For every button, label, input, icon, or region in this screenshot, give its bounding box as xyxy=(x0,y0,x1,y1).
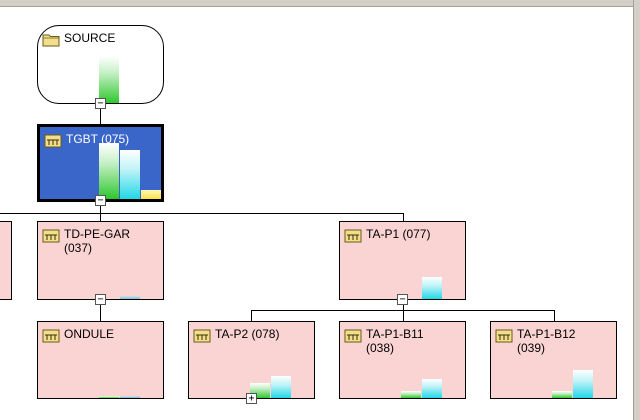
window-frame-top xyxy=(0,0,640,7)
node-label: ONDULE xyxy=(64,327,115,341)
load-bar-green xyxy=(99,56,119,103)
connector-level2-horizontal xyxy=(0,213,404,214)
node-source[interactable]: SOURCE xyxy=(37,25,164,104)
connector-td-pe-gar-ondule xyxy=(100,300,101,321)
node-tgbt[interactable]: TGBT (075) xyxy=(37,124,164,202)
switchboard-icon xyxy=(495,329,513,343)
load-bar-green xyxy=(401,391,421,398)
connector-to-ta-p1-b11 xyxy=(403,310,404,321)
load-bar-cyan xyxy=(120,296,140,299)
load-bar-cyan xyxy=(120,150,140,199)
node-label: TA-P1-B12 (039) xyxy=(517,327,576,355)
node-label: TA-P1-B11 (038) xyxy=(366,327,424,355)
connector-to-td-pe-gar xyxy=(100,213,101,221)
load-bar-cyan xyxy=(422,277,442,299)
load-bar-cyan xyxy=(422,379,442,398)
connector-to-ta-p2 xyxy=(251,310,252,321)
folder-icon xyxy=(42,34,60,47)
node-offscreen-left[interactable] xyxy=(0,221,12,300)
node-label: SOURCE xyxy=(64,31,116,45)
node-label: TD-PE-GAR (037) xyxy=(64,227,130,255)
load-bar-cyan xyxy=(271,376,291,398)
load-bar-yellow xyxy=(141,190,161,199)
window-frame-right xyxy=(633,0,640,420)
node-label: TGBT (075) xyxy=(66,132,130,146)
node-ta-p1[interactable]: TA-P1 (077) xyxy=(339,221,466,300)
switchboard-icon xyxy=(42,329,60,343)
load-bar-green xyxy=(99,143,119,199)
collapse-toggle-ta-p1[interactable]: − xyxy=(397,294,408,305)
collapse-toggle-source[interactable]: − xyxy=(95,98,106,109)
node-label: TA-P2 (078) xyxy=(215,327,280,341)
load-bar-cyan xyxy=(573,370,593,398)
node-ondule[interactable]: ONDULE xyxy=(37,321,164,399)
collapse-toggle-tgbt[interactable]: − xyxy=(95,195,106,206)
load-bar-cyan xyxy=(120,396,140,398)
switchboard-icon xyxy=(42,229,60,243)
node-ta-p1-b11[interactable]: TA-P1-B11 (038) xyxy=(339,321,466,399)
connector-to-ta-p1-b12 xyxy=(554,310,555,321)
load-bar-green xyxy=(552,391,572,398)
connector-ta-p1-down xyxy=(403,300,404,311)
collapse-toggle-td-pe-gar[interactable]: − xyxy=(95,294,106,305)
node-ta-p2[interactable]: TA-P2 (078) xyxy=(188,321,315,399)
switchboard-icon xyxy=(344,329,362,343)
switchboard-icon xyxy=(44,134,62,148)
connector-source-tgbt xyxy=(100,104,101,126)
node-label: TA-P1 (077) xyxy=(366,227,431,241)
switchboard-icon xyxy=(344,229,362,243)
switchboard-icon xyxy=(193,329,211,343)
connector-to-ta-p1 xyxy=(403,213,404,221)
load-bar-green xyxy=(99,396,119,398)
expand-toggle-ta-p2[interactable]: + xyxy=(246,393,257,404)
connector-tgbt-down xyxy=(100,200,101,213)
node-td-pe-gar[interactable]: TD-PE-GAR (037) xyxy=(37,221,164,300)
node-ta-p1-b12[interactable]: TA-P1-B12 (039) xyxy=(490,321,617,399)
